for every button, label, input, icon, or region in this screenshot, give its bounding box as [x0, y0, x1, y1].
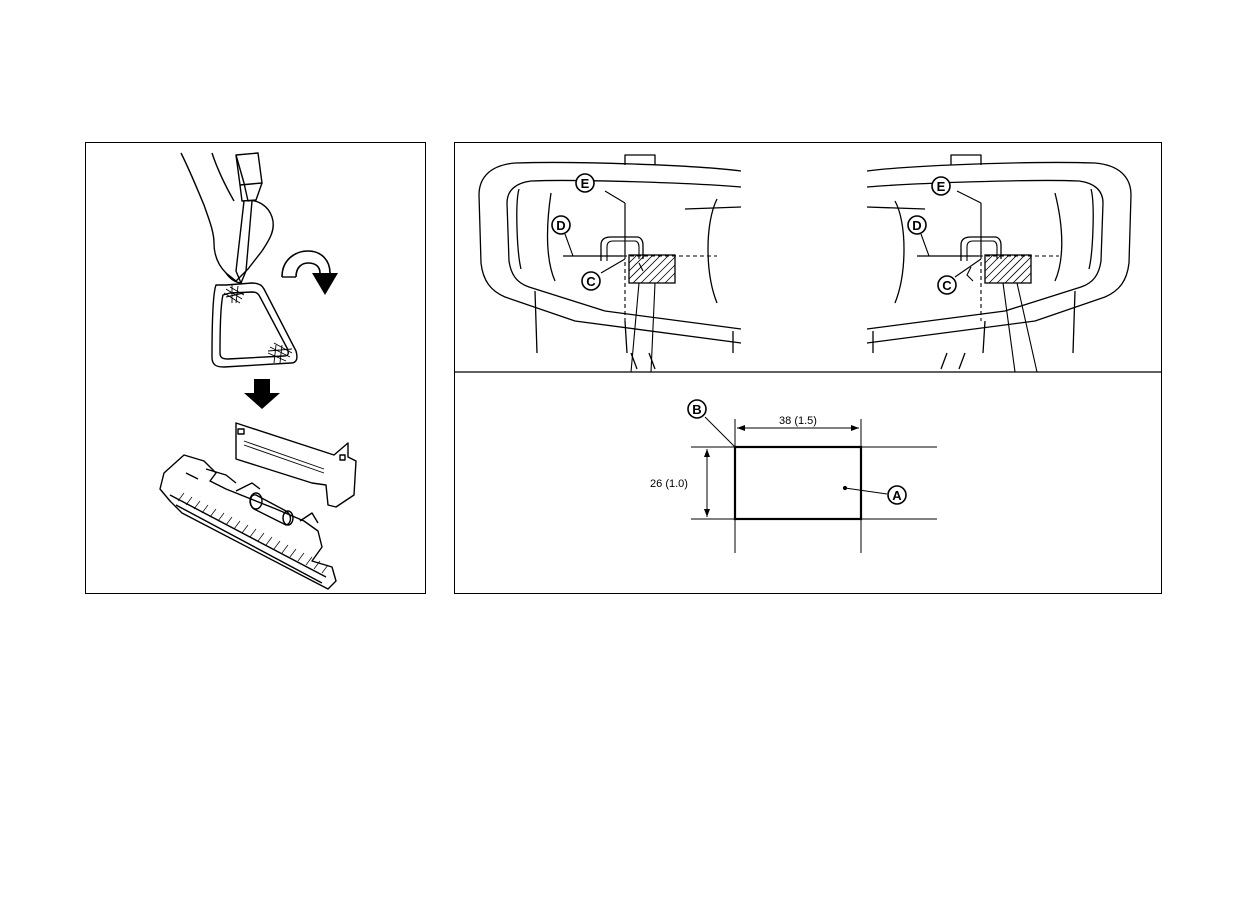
svg-text:D: D [556, 218, 565, 233]
right-mirror-view [867, 155, 1131, 369]
attachment-position-panel: E D C E D C [454, 142, 1162, 594]
down-arrow-icon [244, 379, 280, 409]
dimension-drawing [691, 417, 937, 553]
label-c-right: C [938, 276, 956, 294]
patch-area-a [735, 447, 861, 519]
label-a: A [888, 486, 906, 504]
lamp-removal-panel [85, 142, 426, 594]
label-d-left: D [552, 216, 573, 256]
width-dimension: 38 (1.5) [779, 415, 817, 427]
svg-text:C: C [586, 274, 596, 289]
height-dimension: 26 (1.0) [650, 478, 688, 490]
label-e-left: E [576, 174, 594, 192]
lamp-removal-illustration [86, 143, 425, 593]
svg-text:D: D [912, 218, 921, 233]
svg-text:E: E [937, 179, 946, 194]
svg-text:A: A [892, 488, 902, 503]
attachment-diagram: E D C E D C [455, 143, 1161, 593]
label-c-left: C [582, 272, 600, 290]
label-d-right: D [908, 216, 929, 256]
svg-text:B: B [692, 402, 701, 417]
left-mirror-view [479, 155, 741, 369]
svg-text:C: C [942, 278, 952, 293]
label-b: B [688, 400, 706, 418]
rotate-arrow-head [312, 273, 338, 295]
svg-text:E: E [581, 176, 590, 191]
label-e-right: E [932, 177, 950, 195]
